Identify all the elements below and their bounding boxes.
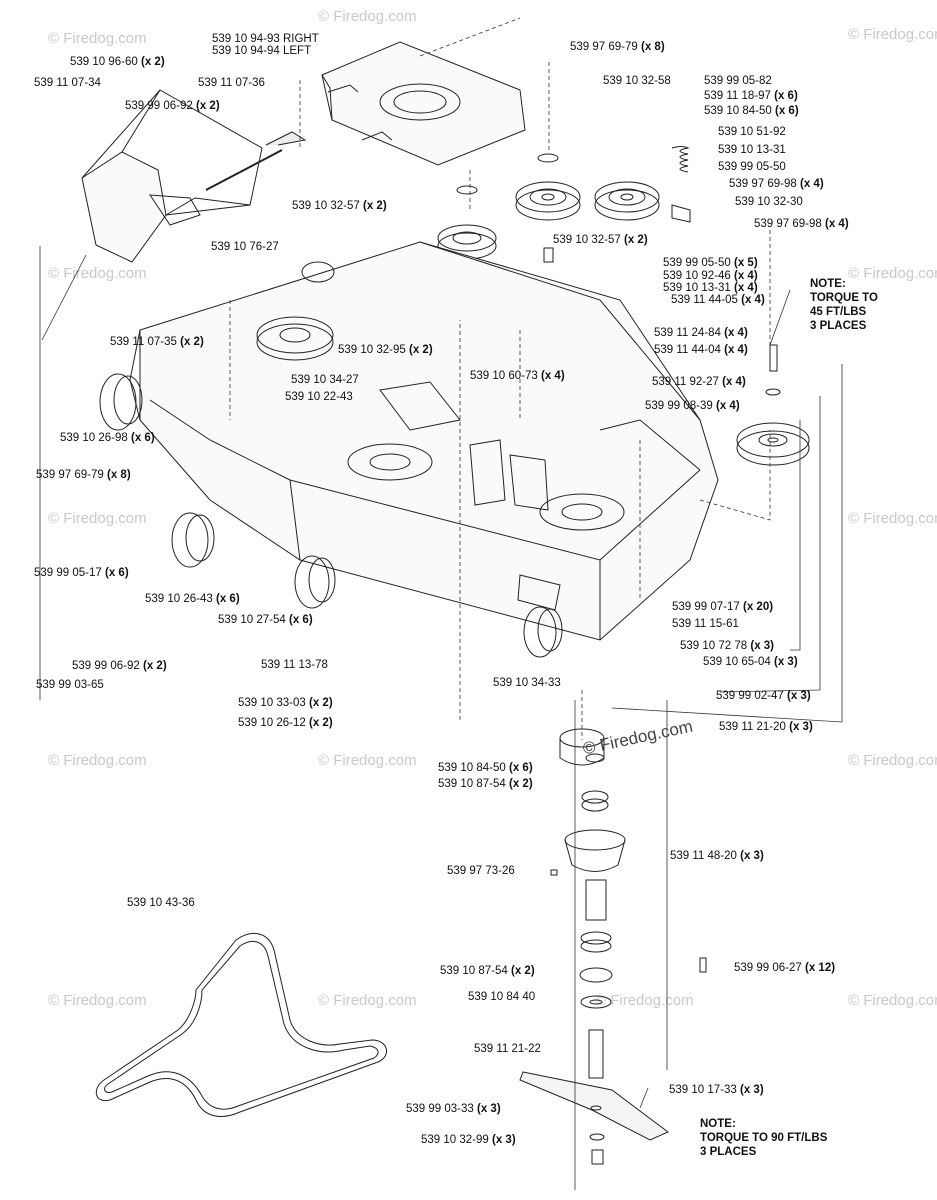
part-label: 539 99 03-65 xyxy=(36,679,104,691)
part-label: 539 10 32-95 (x 2) xyxy=(338,344,433,356)
watermark: © Firedog.com xyxy=(848,510,937,527)
part-label: 539 99 07-17 (x 20) xyxy=(672,601,774,613)
watermark: © Firedog.com xyxy=(318,8,417,25)
watermark: © Firedog.com xyxy=(48,30,147,47)
part-label: 539 10 32-99 (x 3) xyxy=(421,1134,516,1146)
part-label: 539 10 43-36 xyxy=(127,897,195,909)
part-label: 539 99 05-82 xyxy=(704,75,772,87)
part-label: 539 11 18-97 (x 6) xyxy=(704,90,798,102)
part-label: 539 11 15-61 xyxy=(672,618,739,630)
watermark: © Firedog.com xyxy=(48,752,147,769)
part-label: 539 10 32-57 (x 2) xyxy=(292,200,387,212)
grass-chute xyxy=(81,89,307,263)
part-label: 539 11 07-36 xyxy=(198,77,265,89)
part-label: 539 10 32-58 xyxy=(603,75,671,87)
part-label: 539 10 84 40 xyxy=(468,991,536,1003)
part-label: 539 11 92-27 (x 4) xyxy=(652,376,746,388)
watermark: © Firedog.com xyxy=(48,992,147,1009)
belt-cover xyxy=(321,41,526,166)
watermark: © Firedog.com xyxy=(48,510,147,527)
part-label: 539 99 06-92 (x 2) xyxy=(72,660,167,672)
watermark: © Firedog.com xyxy=(318,992,417,1009)
part-label: 539 10 84-50 (x 6) xyxy=(438,762,533,774)
part-label: 539 11 21-22 xyxy=(474,1043,541,1055)
part-label: 539 10 72 78 (x 3) xyxy=(680,640,775,652)
watermark: © Firedog.com xyxy=(848,265,937,282)
spindle-assembly xyxy=(519,728,707,1165)
part-label: 539 10 76-27 xyxy=(211,241,279,253)
part-label: 539 11 24-84 (x 4) xyxy=(654,327,748,339)
part-label: 539 99 08-39 (x 4) xyxy=(645,400,740,412)
part-label: 539 11 44-04 (x 4) xyxy=(654,344,748,356)
part-label: 539 97 69-98 (x 4) xyxy=(729,178,824,190)
part-label: 539 11 07-34 xyxy=(34,77,101,89)
gauge-wheels xyxy=(99,261,563,658)
part-label: 539 99 05-17 (x 6) xyxy=(34,567,129,579)
part-label: 539 10 60-73 (x 4) xyxy=(470,370,565,382)
part-label: 539 10 87-54 (x 2) xyxy=(440,965,535,977)
part-label: 539 10 34-33 xyxy=(493,677,561,689)
part-label: 539 99 02-47 (x 3) xyxy=(716,690,811,702)
part-label: 539 10 96-60 (x 2) xyxy=(70,56,165,68)
watermark: © Firedog.com xyxy=(595,992,694,1009)
spindle-pulley xyxy=(736,344,810,466)
part-label: 539 10 17-33 (x 3) xyxy=(669,1084,764,1096)
part-label: 539 97 69-98 (x 4) xyxy=(754,218,849,230)
part-label: 539 10 26-98 (x 6) xyxy=(60,432,155,444)
part-label: 539 10 13-31 xyxy=(718,144,786,156)
part-label: 539 10 94-93 RIGHT xyxy=(212,33,319,45)
part-label: 539 97 69-79 (x 8) xyxy=(36,469,131,481)
part-label: 539 11 44-05 (x 4) xyxy=(671,294,765,306)
part-label: 539 10 32-30 xyxy=(735,196,803,208)
part-label: 539 99 05-50 (x 5) xyxy=(663,257,758,269)
part-label: 539 99 06-27 (x 12) xyxy=(734,962,836,974)
drive-belt xyxy=(95,932,387,1117)
mower-deck xyxy=(129,241,719,641)
torque-note: NOTE: TORQUE TO 45 FT/LBS 3 PLACES xyxy=(810,278,878,332)
watermark: © Firedog.com xyxy=(48,265,147,282)
part-label: 539 10 65-04 (x 3) xyxy=(703,656,798,668)
part-label: 539 99 06-92 (x 2) xyxy=(125,100,220,112)
part-label: 539 10 13-31 (x 4) xyxy=(663,282,758,294)
watermark: © Firedog.com xyxy=(848,992,937,1009)
part-label: 539 10 27-54 (x 6) xyxy=(218,614,313,626)
part-label: 539 10 87-54 (x 2) xyxy=(438,778,533,790)
part-label: 539 10 34-27 xyxy=(291,374,359,386)
idler-pulleys xyxy=(437,146,691,297)
part-label: 539 10 51-92 xyxy=(718,126,786,138)
watermark: © Firedog.com xyxy=(848,26,937,43)
part-label: 539 97 69-79 (x 8) xyxy=(570,41,665,53)
part-label: 539 10 26-12 (x 2) xyxy=(238,717,333,729)
part-label: 539 10 33-03 (x 2) xyxy=(238,697,333,709)
part-label: 539 99 05-50 xyxy=(718,161,786,173)
part-label: 539 10 32-57 (x 2) xyxy=(553,234,648,246)
part-label: 539 10 84-50 (x 6) xyxy=(704,105,799,117)
part-label: 539 10 26-43 (x 6) xyxy=(145,593,240,605)
part-label: 539 97 73-26 xyxy=(447,865,515,877)
part-label: 539 99 03-33 (x 3) xyxy=(406,1103,501,1115)
watermark: © Firedog.com xyxy=(318,752,417,769)
part-label: 539 10 92-46 (x 4) xyxy=(663,270,758,282)
watermark: © Firedog.com xyxy=(848,752,937,769)
part-label: 539 11 13-78 xyxy=(261,659,328,671)
part-label: 539 10 94-94 LEFT xyxy=(212,45,312,57)
part-label: 539 11 07-35 (x 2) xyxy=(110,336,204,348)
part-label: 539 11 48-20 (x 3) xyxy=(670,850,764,862)
part-label: 539 10 22-43 xyxy=(285,391,353,403)
part-label: 539 11 21-20 (x 3) xyxy=(719,721,813,733)
torque-note: NOTE: TORQUE TO 90 FT/LBS 3 PLACES xyxy=(700,1118,828,1158)
